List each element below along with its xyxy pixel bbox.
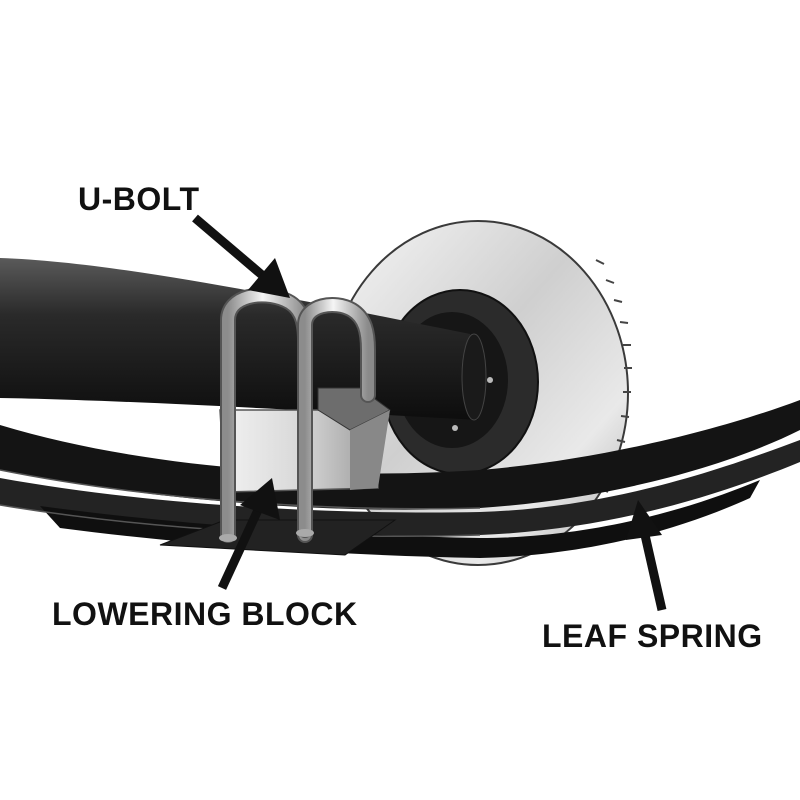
lowering-block-label: LOWERING BLOCK [52, 596, 358, 632]
leaf-spring-arrow [626, 500, 667, 611]
axle-tube [0, 258, 487, 421]
u-bolt-plate [159, 519, 397, 556]
u-bolts [219, 287, 376, 543]
leaf-spring-label: LEAF SPRING [542, 618, 763, 654]
u-bolt-label: U-BOLT [78, 181, 199, 217]
lowering-block-arrow [217, 478, 280, 590]
u-bolt-arrow [192, 214, 290, 298]
